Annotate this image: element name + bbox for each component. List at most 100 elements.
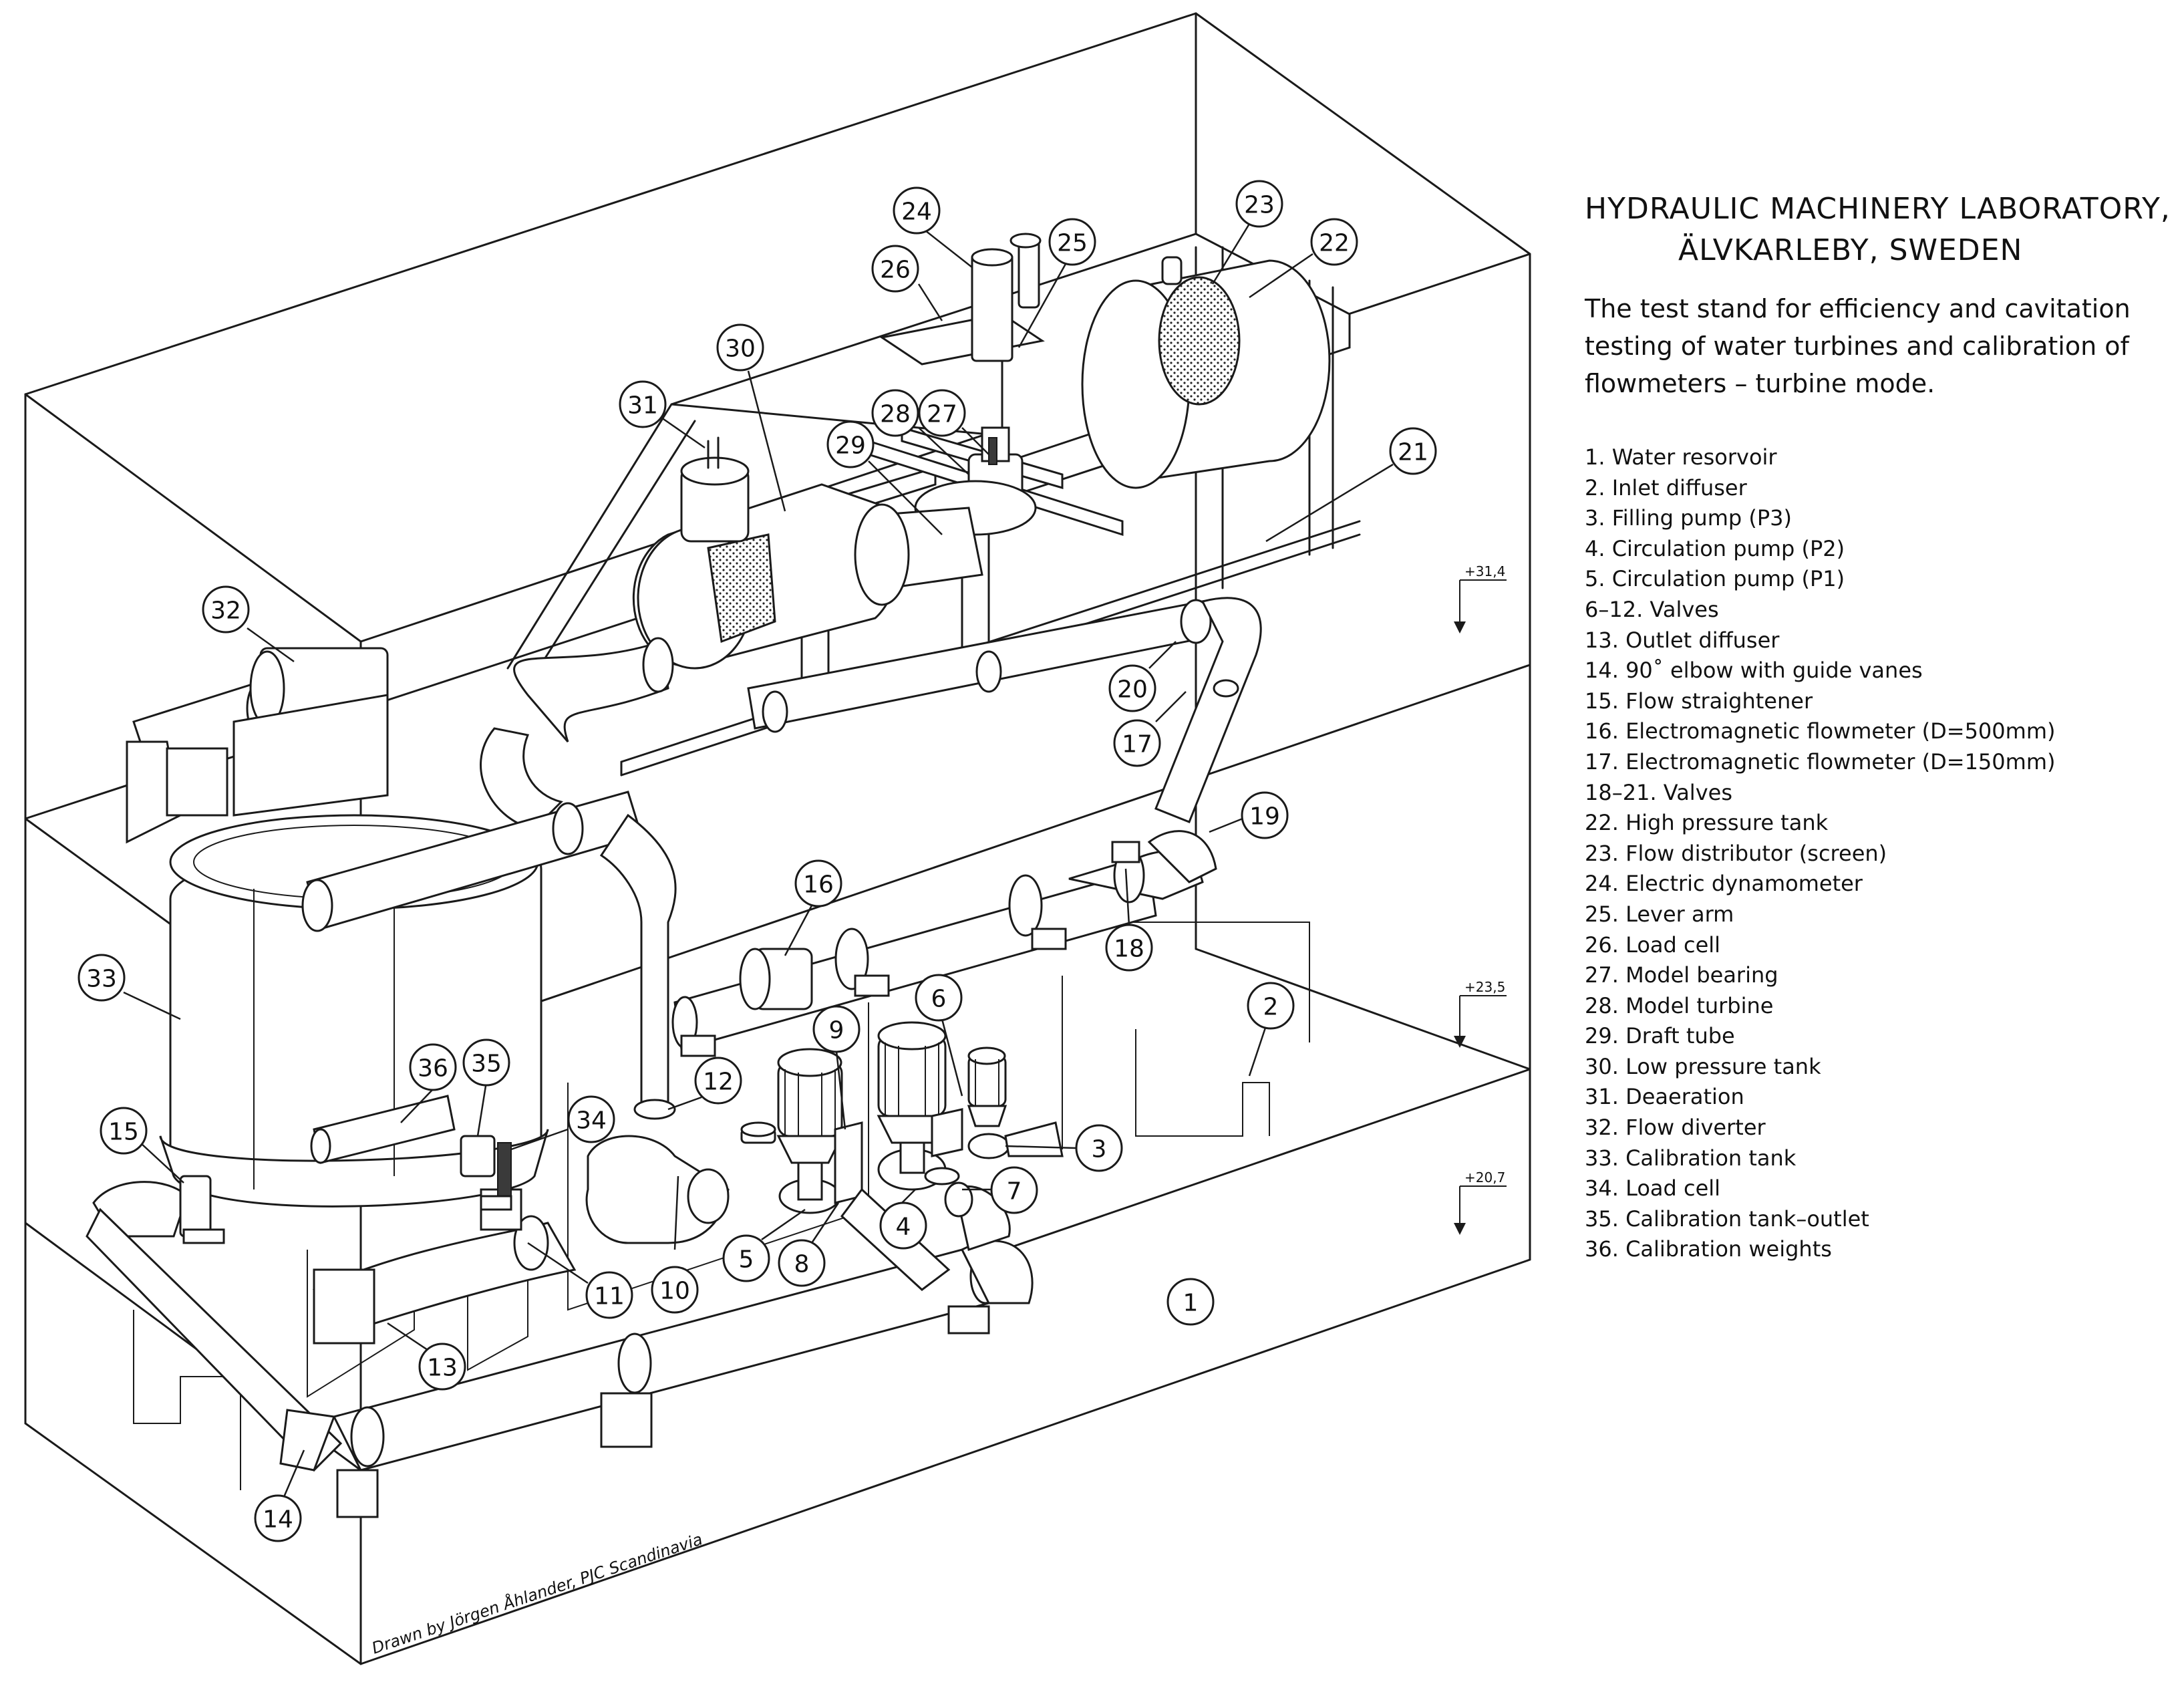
callout-10: 10: [651, 1175, 699, 1314]
drafter-credit: Drawn by Jörgen Åhlander, PJC Scandinavi…: [369, 1529, 705, 1657]
svg-text:28: 28: [880, 401, 911, 428]
level-marker-20-7: +20,7: [1454, 1169, 1507, 1235]
svg-text:6: 6: [931, 986, 947, 1013]
list-item: 33. Calibration tank: [1585, 1145, 1797, 1171]
list-item: 1. Water resorvoir: [1585, 444, 1777, 470]
svg-text:8: 8: [794, 1251, 810, 1278]
svg-text:23: 23: [1244, 192, 1275, 219]
svg-text:9: 9: [829, 1017, 844, 1044]
list-item: 16. Electromagnetic flowmeter (D=500mm): [1585, 718, 2056, 744]
callout-24: 24: [893, 186, 973, 268]
list-item: 26. Load cell: [1585, 932, 1721, 958]
callout-19: 19: [1209, 791, 1289, 839]
list-item: 28. Model turbine: [1585, 992, 1774, 1018]
callout-23: 23: [1211, 180, 1283, 285]
upper-pipework: [480, 597, 1262, 830]
list-item: 23. Flow distributor (screen): [1585, 840, 1887, 866]
callout-35: 35: [462, 1038, 510, 1137]
callout-25: 25: [1018, 218, 1096, 348]
callout-8: 8: [778, 1202, 840, 1287]
list-item: 15. Flow straightener: [1585, 688, 1813, 714]
list-item: 24. Electric dynamometer: [1585, 871, 1863, 897]
list-item: 5. Circulation pump (P1): [1585, 566, 1845, 592]
list-item: 34. Load cell: [1585, 1175, 1721, 1202]
svg-text:35: 35: [471, 1050, 502, 1078]
callout-11: 11: [527, 1242, 633, 1319]
pump-p3: [967, 1046, 1064, 1159]
list-item: 2. Inlet diffuser: [1585, 474, 1747, 501]
callout-16: 16: [784, 859, 842, 956]
pumps: [740, 1021, 1064, 1214]
level-markers: +31,4 +23,5 +20,7: [1454, 563, 1507, 1235]
svg-text:14: 14: [263, 1506, 293, 1534]
svg-text:+20,7: +20,7: [1464, 1169, 1505, 1185]
svg-text:30: 30: [725, 335, 756, 363]
description-line: testing of water turbines and calibratio…: [1585, 331, 2129, 361]
list-item: 22. High pressure tank: [1585, 810, 1829, 836]
svg-text:10: 10: [659, 1278, 690, 1305]
callout-14: 14: [254, 1449, 305, 1542]
callout-30: 30: [716, 323, 786, 512]
component-list: 1. Water resorvoir 2. Inlet diffuser 3. …: [1585, 442, 2173, 1265]
list-item: 3. Filling pump (P3): [1585, 505, 1792, 531]
high-pressure-tank: [1081, 256, 1331, 489]
svg-text:32: 32: [210, 597, 241, 625]
list-item: 29. Draft tube: [1585, 1023, 1735, 1049]
svg-text:19: 19: [1249, 803, 1280, 831]
lower-pipework: [86, 1135, 1034, 1472]
level-marker-31-4: +31,4: [1454, 563, 1507, 634]
svg-text:4: 4: [896, 1214, 911, 1241]
svg-text:33: 33: [86, 966, 117, 993]
mid-header-pipe: [301, 791, 677, 1120]
callout-20: 20: [1108, 641, 1177, 712]
pump-p1: [776, 1048, 844, 1214]
callout-26: 26: [871, 245, 943, 321]
list-item: 18–21. Valves: [1585, 779, 1732, 805]
svg-text:11: 11: [594, 1283, 625, 1310]
lab-title: HYDRAULIC MACHINERY LABORATORY,: [1585, 192, 2171, 226]
callout-2: 2: [1247, 982, 1295, 1077]
svg-text:29: 29: [835, 432, 866, 460]
callout-31: 31: [619, 380, 706, 449]
svg-text:1: 1: [1183, 1290, 1199, 1317]
callout-13: 13: [387, 1322, 466, 1391]
list-item: 14. 90˚ elbow with guide vanes: [1585, 658, 1923, 684]
callout-9: 9: [812, 1005, 861, 1130]
list-item: 13. Outlet diffuser: [1585, 627, 1780, 653]
svg-text:13: 13: [427, 1355, 458, 1382]
svg-text:7: 7: [1007, 1178, 1022, 1206]
list-item: 31. Deaeration: [1585, 1084, 1744, 1110]
callout-32: 32: [202, 585, 295, 663]
svg-text:18: 18: [1114, 936, 1144, 963]
svg-text:15: 15: [108, 1119, 139, 1146]
list-item: 30. Low pressure tank: [1585, 1053, 1821, 1079]
svg-text:16: 16: [803, 871, 834, 899]
callout-4: 4: [879, 1189, 927, 1250]
svg-text:31: 31: [627, 392, 658, 420]
callout-34: 34: [510, 1095, 615, 1151]
callout-5: 5: [722, 1208, 806, 1282]
lab-location: ÄLVKARLEBY, SWEDEN: [1678, 233, 2023, 267]
svg-text:+31,4: +31,4: [1464, 563, 1505, 579]
list-item: 35. Calibration tank–outlet: [1585, 1206, 1869, 1232]
calibration-weights: [310, 1095, 512, 1211]
svg-text:27: 27: [927, 401, 957, 428]
svg-text:36: 36: [418, 1055, 448, 1083]
callout-36: 36: [400, 1043, 457, 1123]
list-item: 17. Electromagnetic flowmeter (D=150mm): [1585, 748, 2056, 775]
list-item: 25. Lever arm: [1585, 901, 1734, 927]
svg-text:21: 21: [1398, 439, 1428, 466]
list-item: 27. Model bearing: [1585, 962, 1778, 988]
callout-6: 6: [915, 974, 963, 1097]
svg-text:2: 2: [1263, 994, 1279, 1021]
callout-1: 1: [1166, 1278, 1215, 1326]
callout-17: 17: [1113, 691, 1187, 767]
flow-diverter: [126, 647, 389, 844]
callout-3: 3: [1005, 1124, 1123, 1172]
model-turbine-assembly: [854, 233, 1042, 606]
svg-text:3: 3: [1092, 1136, 1107, 1163]
svg-text:25: 25: [1057, 230, 1088, 257]
list-item: 32. Flow diverter: [1585, 1115, 1766, 1141]
description-line: flowmeters – turbine mode.: [1585, 369, 1935, 398]
